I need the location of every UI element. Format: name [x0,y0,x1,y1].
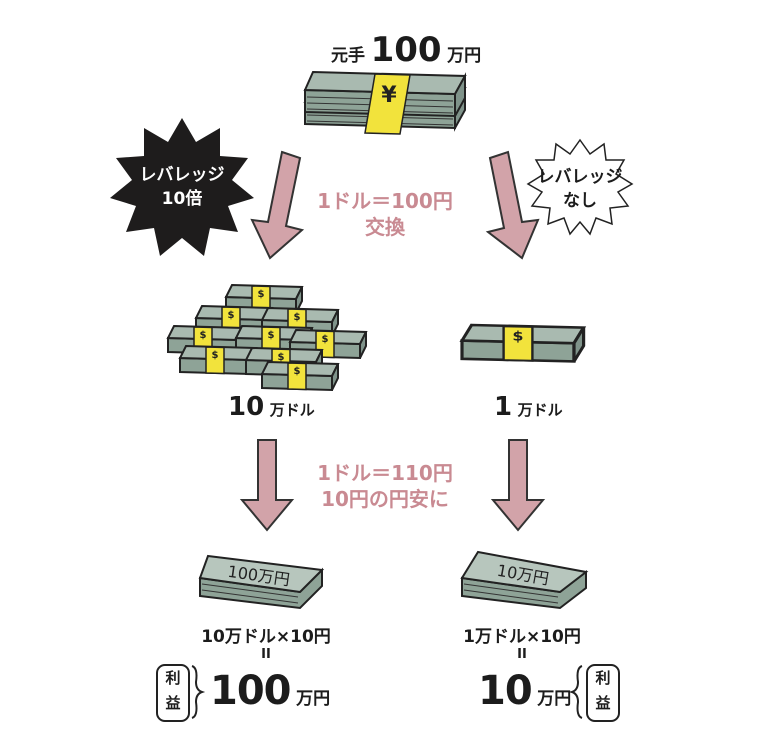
profit-badge-right: 利 益 [586,664,620,722]
no-leverage-text: レバレッジ なし [537,167,623,211]
arrow-left-lower [239,439,295,532]
exchange-rate-after: 1ドル＝110円 10円の円安に [317,461,453,511]
dollar-bundle-single [460,323,586,363]
leverage-10x-burst [110,118,254,256]
svg-text:¥: ¥ [381,83,397,108]
arrow-left-upper [250,150,305,260]
left-calc: 10万ドル×10円 II [201,627,331,662]
profit-badge-left: 利 益 [156,664,190,722]
brace-left [191,665,206,719]
arrow-right-lower [490,439,546,532]
leverage-10x-text: レバレッジ 10倍 [139,165,225,209]
right-dollar-amount: 1 万ドル [494,392,563,422]
capital-label: 元手 100 万円 [331,30,482,70]
brace-right [568,665,583,719]
yen-bundle-100man [198,554,325,610]
right-result: 10 万円 [478,668,572,714]
left-result: 100 万円 [210,668,331,714]
right-calc: 1万ドル×10円 II [463,627,581,662]
yen-money-stack: ¥ [304,71,466,135]
exchange-rate-initial: 1ドル＝100円 交換 [317,189,453,239]
arrow-right-upper [485,150,540,260]
left-dollar-amount: 10 万ドル [228,392,315,422]
yen-bundle-10man [460,550,589,610]
no-leverage-burst [526,138,634,236]
dollar-bundles-pile [167,284,367,391]
